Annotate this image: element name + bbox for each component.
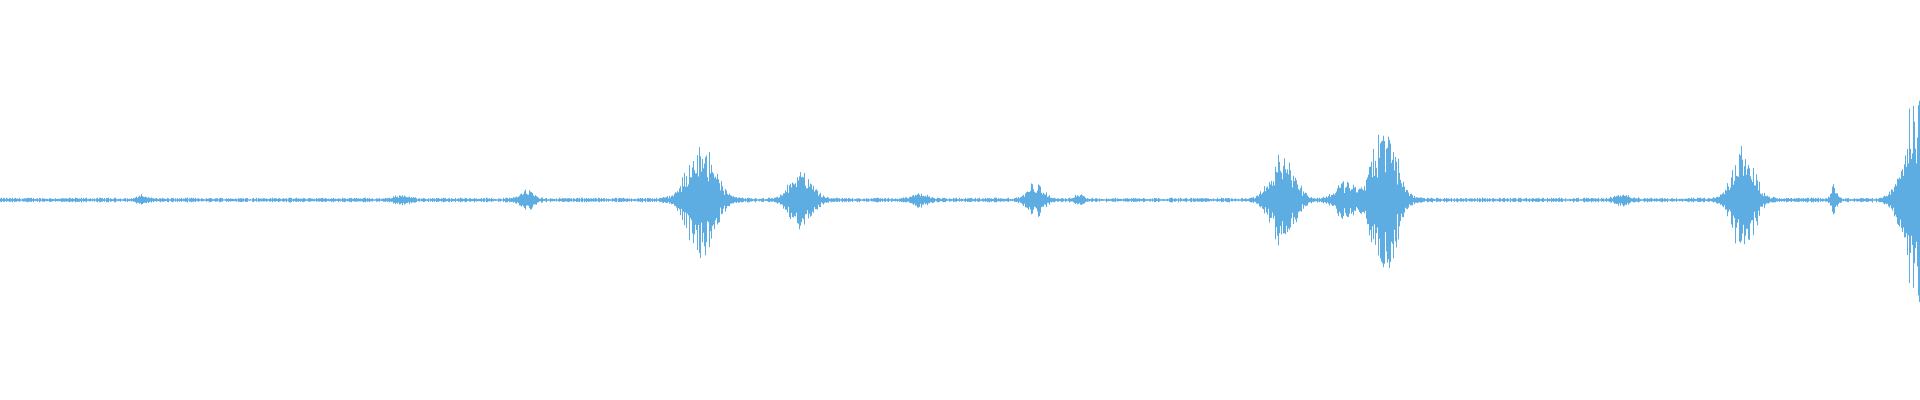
waveform-samples bbox=[0, 100, 1920, 302]
waveform-path bbox=[0, 100, 1920, 302]
